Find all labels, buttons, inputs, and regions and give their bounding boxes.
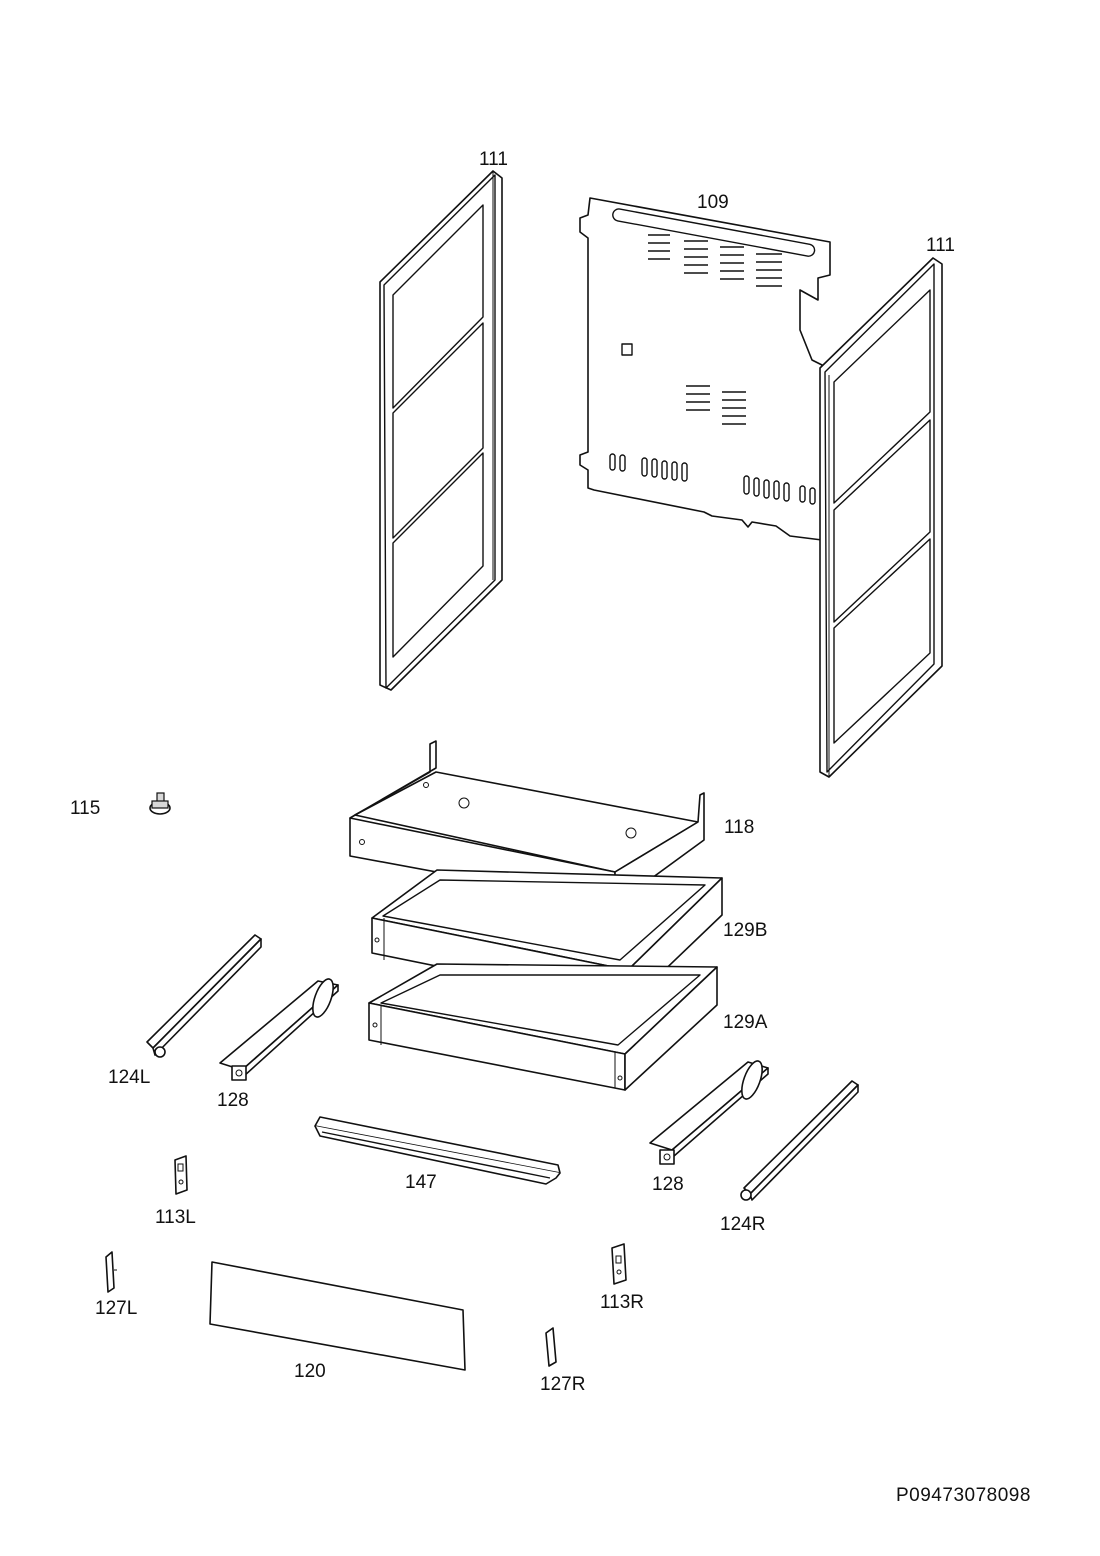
drawer-box-lower-part — [368, 963, 718, 1091]
side-panel-right-label: 111 — [926, 235, 955, 256]
back-panel-part — [579, 197, 831, 541]
runner-left-part — [219, 978, 339, 1081]
side-panel-left-label: 111 — [479, 149, 508, 170]
bracket-left-label: 113L — [155, 1207, 196, 1228]
end-cap-left-part — [105, 1251, 117, 1293]
handle-part — [314, 1116, 561, 1185]
bracket-left-part — [174, 1155, 188, 1195]
drawer-tray-label: 118 — [724, 817, 755, 838]
rail-left-part — [146, 934, 262, 1058]
rail-right-label: 124R — [720, 1214, 766, 1235]
drawer-box-lower-label: 129A — [723, 1012, 768, 1033]
bracket-right-label: 113R — [600, 1292, 645, 1313]
drawer-box-upper-label: 129B — [723, 920, 768, 941]
rail-left-label: 124L — [108, 1067, 151, 1088]
end-cap-right-label: 127R — [540, 1374, 586, 1395]
bracket-right-part — [611, 1243, 627, 1285]
runner-left-label: 128 — [217, 1090, 249, 1111]
end-cap-left-label: 127L — [95, 1298, 138, 1319]
runner-right-part — [649, 1060, 769, 1165]
back-panel-vents — [648, 234, 782, 425]
runner-right-label: 128 — [652, 1174, 684, 1195]
side-panel-right-part — [819, 257, 943, 778]
rail-right-part — [740, 1080, 859, 1201]
front-panel-part — [209, 1261, 466, 1371]
foot-label: 115 — [70, 798, 101, 819]
back-panel-label: 109 — [697, 192, 729, 213]
back-panel-slots — [609, 453, 816, 505]
end-cap-right-part — [545, 1327, 557, 1367]
foot-part — [149, 792, 171, 815]
side-panel-left-part — [379, 170, 503, 691]
handle-label: 147 — [405, 1172, 437, 1193]
drawing-number: P09473078098 — [896, 1485, 1031, 1506]
front-panel-label: 120 — [294, 1361, 326, 1382]
